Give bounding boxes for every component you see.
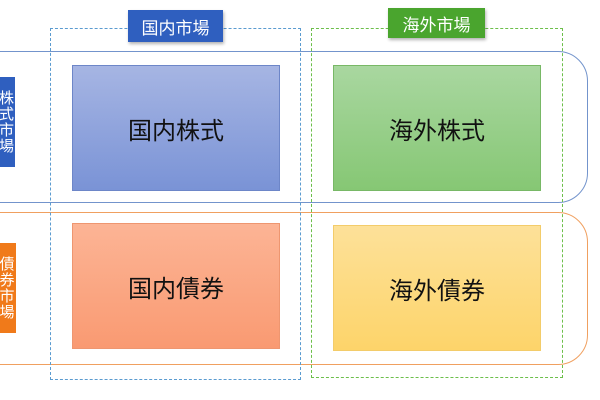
equity-market-row-frame [0, 51, 588, 203]
equity-market-label: 株式市場 [0, 77, 15, 167]
domestic-market-label: 国内市場 [128, 10, 223, 42]
domestic-bond-box: 国内債券 [72, 223, 280, 349]
foreign-bond-box: 海外債券 [333, 225, 541, 351]
foreign-equity-box: 海外株式 [333, 65, 541, 191]
bond-market-label: 債券市場 [0, 243, 16, 333]
foreign-market-label: 海外市場 [388, 8, 485, 38]
bond-market-row-frame [0, 212, 588, 365]
domestic-equity-box: 国内株式 [72, 65, 280, 191]
